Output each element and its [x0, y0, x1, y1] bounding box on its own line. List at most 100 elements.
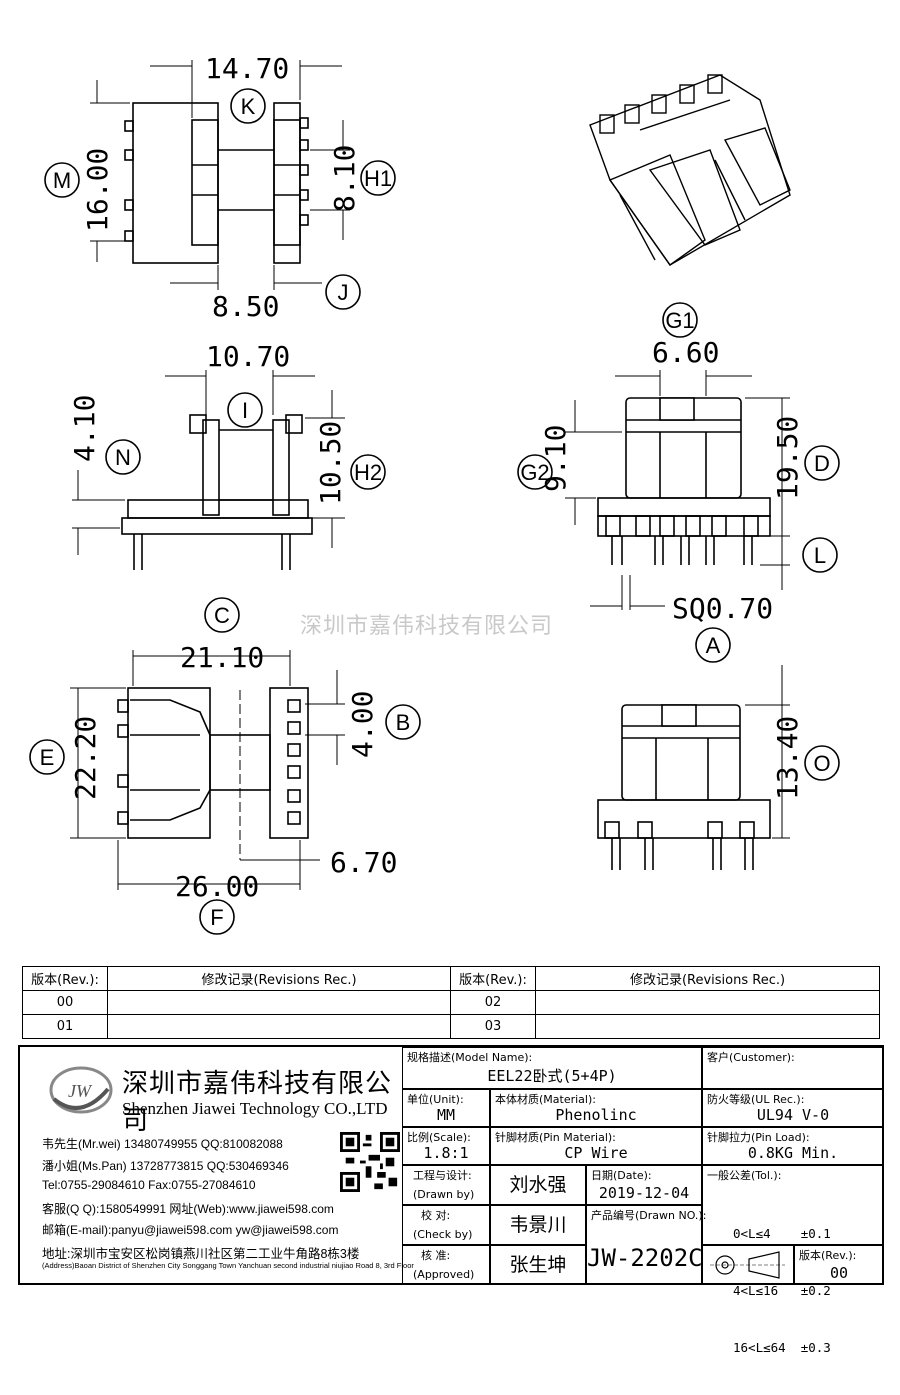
scale-value: 1.8:1	[423, 1144, 469, 1162]
ul-value: UL94 V-0	[756, 1106, 830, 1124]
pin-load-caption: 针脚拉力(Pin Load):	[707, 1131, 810, 1144]
dim-i: 10.70	[206, 340, 290, 373]
rec-cell	[535, 990, 880, 1015]
ul-caption: 防火等级(UL Rec.):	[707, 1093, 805, 1106]
drawn-caption: 工程与设计:	[413, 1169, 472, 1182]
dim-h1: 8.10	[328, 145, 361, 212]
label-j: J	[338, 280, 349, 305]
check-caption-cell: 校 对: (Check by)	[402, 1205, 490, 1245]
dim-b: 4.00	[346, 691, 379, 758]
drawn-no-value: JW-2202C	[587, 1244, 703, 1272]
rev-header: 版本(Rev.):	[22, 966, 108, 991]
dim-sq: SQ0.70	[672, 592, 773, 625]
pin-material-value: CP Wire	[564, 1144, 628, 1162]
dim-f: 26.00	[175, 870, 259, 903]
label-b: B	[396, 710, 411, 735]
revisions-table: 版本(Rev.): 修改记录(Revisions Rec.) 版本(Rev.):…	[22, 966, 880, 1039]
material-value: Phenolinc	[555, 1106, 637, 1124]
rev-value: 00	[829, 1264, 849, 1282]
tolerance-line: 0<L≤4 ±0.1	[733, 1226, 831, 1241]
customer-caption: 客户(Customer):	[707, 1051, 795, 1064]
dim-c: 21.10	[180, 641, 264, 674]
rec-header-2: 修改记录(Revisions Rec.)	[535, 966, 880, 991]
rec-header: 修改记录(Revisions Rec.)	[107, 966, 451, 991]
bottom-view	[70, 650, 345, 890]
model-cell: 规格描述(Model Name): EEL22卧式(5+4P)	[402, 1047, 702, 1089]
date-value: 2019-12-04	[598, 1184, 690, 1202]
dim-g2: 9.10	[539, 425, 572, 492]
check-sub: (Check by)	[413, 1228, 473, 1241]
model-value: EEL22卧式(5+4P)	[487, 1067, 617, 1085]
isometric-view	[589, 74, 791, 266]
unit-caption: 单位(Unit):	[407, 1093, 464, 1106]
qr-code	[340, 1132, 400, 1192]
approved-by: 张生坤	[490, 1245, 586, 1285]
front-view	[565, 370, 790, 610]
check-caption: 校 对:	[421, 1209, 451, 1222]
label-a: A	[706, 633, 721, 658]
label-g2: G2	[520, 460, 549, 485]
table-row: 01 03	[22, 1014, 880, 1039]
dim-n: 4.10	[68, 395, 101, 462]
address-cn: 地址:深圳市宝安区松岗镇燕川社区第二工业牛角路8栋3楼	[42, 1247, 360, 1261]
material-caption: 本体材质(Material):	[495, 1093, 596, 1106]
model-caption: 规格描述(Model Name):	[407, 1051, 533, 1064]
label-l: L	[814, 543, 826, 568]
label-e: E	[40, 745, 55, 770]
contact-line: 邮箱(E-mail):panyu@jiawei598.com yw@jiawei…	[42, 1223, 339, 1237]
tolerance-cell: 一般公差(Tol.): 0<L≤4 ±0.1 4<L≤16 ±0.2 16<L≤…	[702, 1165, 884, 1355]
label-n: N	[115, 445, 131, 470]
label-h1: H1	[364, 166, 392, 191]
address-en: (Address)Baoan District of Shenzhen City…	[42, 1261, 414, 1270]
dim-pin-row: 6.70	[330, 846, 397, 879]
label-m: M	[53, 168, 71, 193]
approved-caption: 核 准:	[421, 1249, 451, 1262]
drawn-caption-cell: 工程与设计: (Drawn by)	[402, 1165, 490, 1205]
label-i: I	[242, 398, 248, 423]
label-o: O	[813, 751, 830, 776]
rev-header-2: 版本(Rev.):	[450, 966, 536, 991]
title-block: JW 深圳市嘉伟科技有限公司 Shenzhen Jiawei Technolog…	[18, 1045, 884, 1355]
label-g1: G1	[665, 308, 694, 333]
date-caption: 日期(Date):	[591, 1169, 652, 1182]
company-name-cn: 深圳市嘉伟科技有限公司	[122, 1068, 393, 1135]
lower-front-view	[597, 665, 790, 870]
pin-load-value: 0.8KG Min.	[747, 1144, 839, 1162]
pin-material-caption: 针脚材质(Pin Material):	[495, 1131, 616, 1144]
scale-cell: 比例(Scale): 1.8:1	[402, 1127, 490, 1165]
ul-cell: 防火等级(UL Rec.): UL94 V-0	[702, 1089, 884, 1127]
contact-line: 客服(Q Q):1580549991 网址(Web):www.jiawei598…	[42, 1202, 334, 1216]
company-name-en: Shenzhen Jiawei Technology CO.,LTD	[122, 1099, 388, 1118]
side-view	[72, 370, 345, 570]
unit-value: MM	[436, 1106, 456, 1124]
dim-d: 19.50	[771, 416, 804, 500]
dim-k: 14.70	[205, 52, 289, 85]
rev-cell: 03	[450, 1014, 536, 1039]
dim-e: 22.20	[69, 716, 102, 800]
company-logo: JW	[49, 1066, 113, 1114]
rev-cell: 00	[22, 990, 108, 1015]
dim-m: 16.00	[81, 148, 114, 232]
drawn-no-caption: 产品编号(Drawn NO.):	[591, 1209, 707, 1222]
label-f: F	[210, 905, 223, 930]
tolerance-line: 16<L≤64 ±0.3	[733, 1340, 831, 1355]
pin-load-cell: 针脚拉力(Pin Load): 0.8KG Min.	[702, 1127, 884, 1165]
rev-cell: 02	[450, 990, 536, 1015]
pin-material-cell: 针脚材质(Pin Material): CP Wire	[490, 1127, 702, 1165]
label-c: C	[214, 603, 230, 628]
contact-line: 韦先生(Mr.wei) 13480749955 QQ:810082088	[42, 1137, 283, 1151]
watermark: 深圳市嘉伟科技有限公司	[300, 614, 554, 639]
contact-line: 潘小姐(Ms.Pan) 13728773815 QQ:530469346	[42, 1159, 289, 1173]
dim-g1: 6.60	[652, 336, 719, 369]
rev-cell-title: 版本(Rev.): 00	[794, 1245, 884, 1285]
company-info: JW 深圳市嘉伟科技有限公司 Shenzhen Jiawei Technolog…	[40, 1047, 414, 1285]
engineering-drawing: 14.70 16.00 8.10 8.50 10.70 4.10 10.50 6…	[29, 52, 840, 935]
rec-cell	[107, 990, 451, 1015]
contact-line: Tel:0755-29084610 Fax:0755-27084610	[42, 1178, 256, 1192]
rev-cell: 01	[22, 1014, 108, 1039]
label-h2: H2	[354, 460, 382, 485]
top-view	[90, 60, 350, 290]
label-k: K	[241, 94, 256, 119]
date-cell: 日期(Date): 2019-12-04	[586, 1165, 702, 1205]
check-by: 韦景川	[490, 1205, 586, 1245]
